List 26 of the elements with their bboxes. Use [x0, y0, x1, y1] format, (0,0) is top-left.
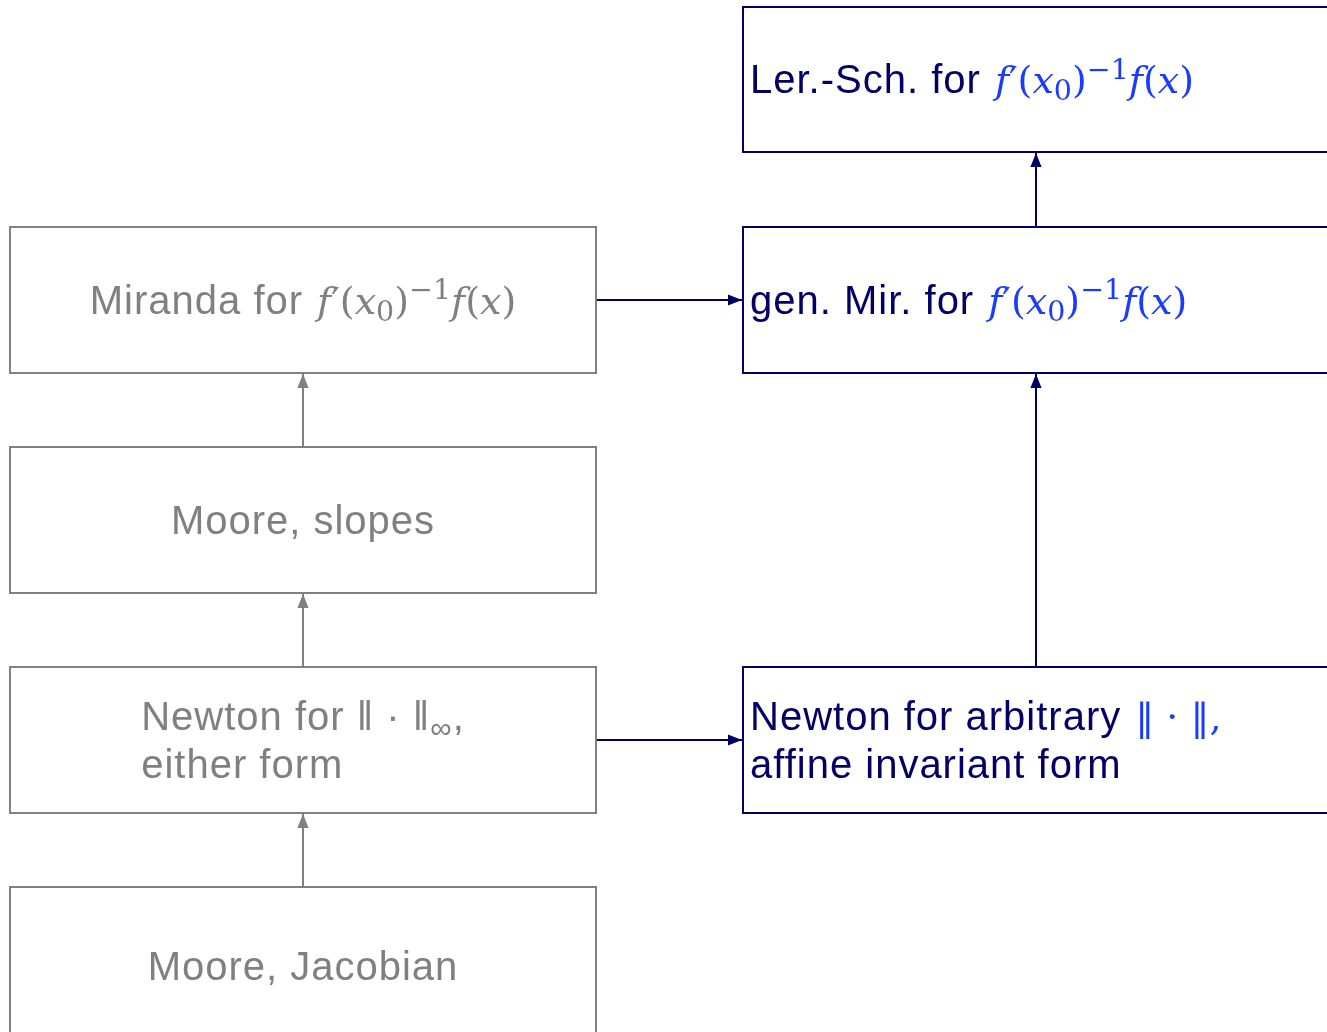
arrow: [297, 593, 309, 667]
text-box: [9, 226, 597, 374]
box-label: Miranda for: [89, 276, 304, 324]
text-box: [9, 666, 597, 814]
box-label: Moore, slopes: [170, 497, 436, 544]
box-label: either form: [141, 741, 344, 788]
arrow: [596, 294, 743, 306]
box-label: Moore, Jacobian: [147, 943, 459, 990]
box-label: gen. Mir. for: [750, 276, 975, 324]
text-box: [9, 446, 597, 594]
arrow: [1030, 152, 1042, 227]
text-box: [9, 886, 597, 1032]
formula: ‖ · ‖,: [1135, 694, 1222, 741]
arrow: [1030, 373, 1042, 667]
text-box: [742, 666, 1327, 814]
formula: f′(x$_{0}$)$^{−1}$f(x): [988, 278, 1188, 325]
arrow: [596, 734, 743, 746]
text-box: [742, 6, 1327, 153]
formula: f′(x$_{0}$)$^{−1}$f(x): [994, 58, 1194, 104]
box-label: affine invariant form: [750, 741, 1122, 789]
box-label: Newton for arbitrary: [750, 692, 1122, 740]
box-label: Ler.-Sch. for: [750, 56, 981, 104]
box-label: Newton for ‖ · ‖$_{∞}$,: [141, 693, 465, 740]
arrow: [297, 373, 309, 447]
text-box: [742, 226, 1327, 374]
arrow: [297, 813, 309, 887]
